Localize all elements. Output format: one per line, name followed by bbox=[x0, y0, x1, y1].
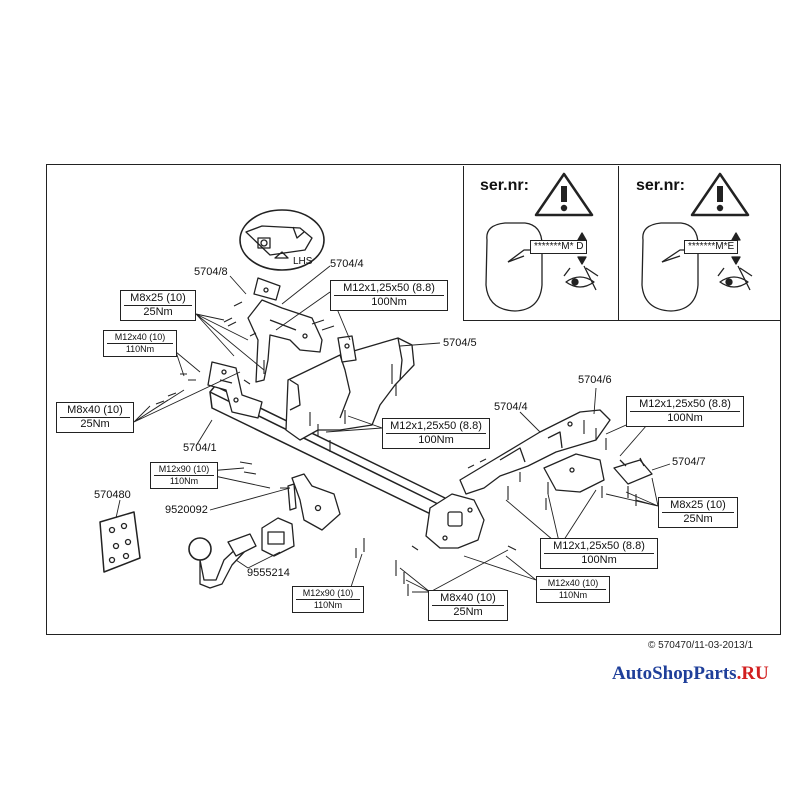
diagram-frame bbox=[46, 164, 781, 635]
torque-m12x125-mid: M12x1,25x50 (8.8) 100Nm bbox=[382, 418, 490, 449]
brand-main: AutoShopParts bbox=[612, 663, 737, 684]
bracket-5704-4-left bbox=[247, 277, 323, 383]
center-mount bbox=[287, 473, 341, 531]
torque-m8x25-left: M8x25 (10) 25Nm bbox=[120, 290, 196, 321]
end-plate-right bbox=[425, 493, 485, 549]
document-reference: © 570470/11-03-2013/1 bbox=[648, 640, 754, 651]
detail-lhs-label: LHS bbox=[293, 256, 313, 267]
bracket-5704-5 bbox=[285, 335, 415, 441]
part-570480: 570480 bbox=[94, 489, 131, 501]
part-5704-4-left: 5704/4 bbox=[330, 258, 364, 270]
detail-callout bbox=[239, 209, 325, 271]
part-9520092: 9520092 bbox=[165, 504, 208, 516]
part-5704-8: 5704/8 bbox=[194, 266, 228, 278]
warning-icon-left bbox=[534, 172, 594, 217]
part-9555214: 9555214 bbox=[247, 567, 290, 579]
part-5704-5: 5704/5 bbox=[443, 337, 477, 349]
serial-plate-left bbox=[485, 222, 599, 312]
serial-panel-left bbox=[463, 166, 619, 321]
torque-m8x25-right: M8x25 (10) 25Nm bbox=[658, 497, 738, 528]
part-5704-7: 5704/7 bbox=[672, 456, 706, 468]
bracket-5704-7 bbox=[613, 457, 653, 485]
serial-code-left: *******M* D bbox=[530, 240, 588, 254]
serial-panel-right bbox=[618, 166, 781, 321]
reinforcement-plate bbox=[99, 511, 141, 573]
warning-icon-right bbox=[690, 172, 750, 217]
part-5704-6: 5704/6 bbox=[578, 374, 612, 386]
torque-m8x40-bottom: M8x40 (10) 25Nm bbox=[428, 590, 508, 621]
part-5704-1: 5704/1 bbox=[183, 442, 217, 454]
torque-m12x40-left: M12x40 (10) 110Nm bbox=[103, 330, 177, 357]
torque-m12x125-right: M12x1,25x50 (8.8) 100Nm bbox=[626, 396, 744, 427]
part-5704-4-right: 5704/4 bbox=[494, 401, 528, 413]
torque-m12x90-bottom: M12x90 (10) 110Nm bbox=[292, 586, 364, 613]
serial-code-right: *******M*E bbox=[684, 240, 739, 254]
torque-m8x40-left: M8x40 (10) 25Nm bbox=[56, 402, 134, 433]
torque-m12x90-left: M12x90 (10) 110Nm bbox=[150, 462, 218, 489]
serial-plate-right bbox=[641, 222, 753, 312]
brand-watermark: AutoShopParts.RU bbox=[612, 663, 769, 685]
bracket-left bbox=[207, 361, 263, 419]
socket-bracket bbox=[261, 517, 295, 557]
bolt-marks bbox=[155, 301, 637, 596]
brand-suffix: .RU bbox=[736, 663, 769, 684]
serial-title-left: ser.nr: bbox=[480, 177, 529, 194]
bracket-5704-6 bbox=[543, 453, 605, 493]
tow-ball bbox=[188, 533, 257, 589]
torque-m12x40-right: M12x40 (10) 110Nm bbox=[536, 576, 610, 603]
torque-m12x125-top: M12x1,25x50 (8.8) 100Nm bbox=[330, 280, 448, 311]
serial-title-right: ser.nr: bbox=[636, 177, 685, 194]
leader-lines bbox=[115, 265, 671, 597]
torque-m12x125-bottom: M12x1,25x50 (8.8) 100Nm bbox=[540, 538, 658, 569]
